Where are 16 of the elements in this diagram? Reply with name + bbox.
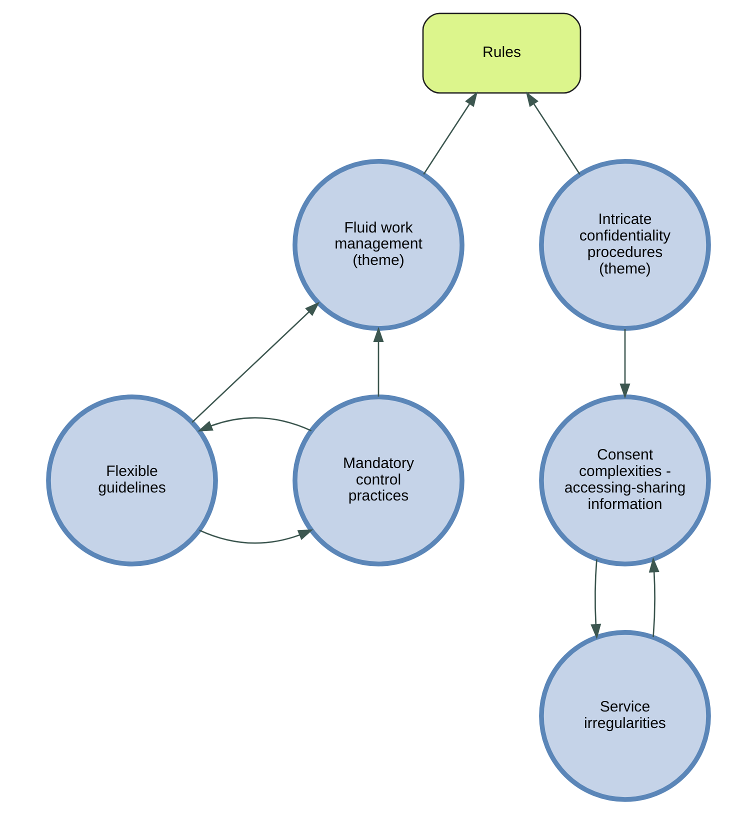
arrow [590,559,601,640]
node-circle: Intricate confidentiality procedures (theme) [538,158,710,331]
arrow [191,302,320,423]
arrow [422,92,478,175]
node-circle: Fluid work management (theme) [292,158,464,331]
node-circle: Consent complexities - accessing-sharing information [538,394,710,566]
node-circle: Mandatory control practices [292,394,464,566]
arrow [648,557,659,638]
arrow [372,326,384,397]
arrow [197,417,312,432]
node-circle: Flexible guidelines [46,394,218,566]
node-circle: Service irregularities [538,630,710,802]
arrow [198,529,313,544]
arrow [525,92,580,175]
node-box: Rules [422,12,581,94]
arrow [619,329,630,399]
